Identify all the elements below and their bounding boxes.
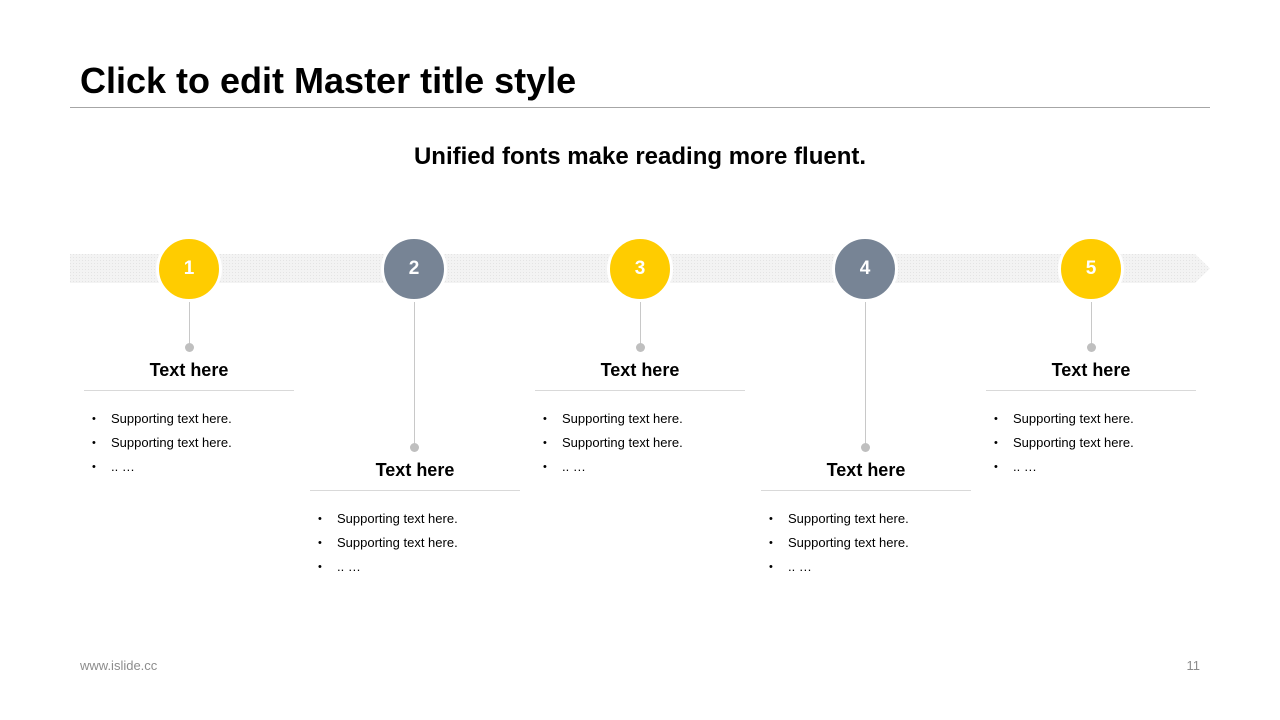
step-5-card: Text here Supporting text here. Supporti… — [986, 356, 1196, 481]
step-3-number: 3 — [634, 258, 646, 279]
step-3-bullets: Supporting text here. Supporting text he… — [535, 409, 745, 481]
list-item: .. … — [543, 457, 745, 481]
list-item: Supporting text here. — [994, 409, 1196, 433]
list-item: .. … — [92, 457, 294, 481]
step-1-connector — [189, 302, 190, 346]
step-2-circle: 2 — [381, 236, 447, 302]
step-5-heading: Text here — [1051, 360, 1131, 380]
step-5-divider — [986, 390, 1196, 391]
step-4-connector — [865, 302, 866, 446]
step-2-dot — [410, 443, 419, 452]
step-3-connector — [640, 302, 641, 346]
step-4-divider — [761, 490, 971, 491]
step-4-circle: 4 — [832, 236, 898, 302]
step-3-heading: Text here — [600, 360, 680, 380]
step-5-bullets: Supporting text here. Supporting text he… — [986, 409, 1196, 481]
step-3-dot — [636, 343, 645, 352]
step-5-number: 5 — [1085, 258, 1097, 279]
step-3-circle: 3 — [607, 236, 673, 302]
step-4-dot — [861, 443, 870, 452]
slide-subtitle: Unified fonts make reading more fluent. — [413, 143, 867, 170]
step-3-card: Text here Supporting text here. Supporti… — [535, 356, 745, 481]
list-item: Supporting text here. — [318, 533, 520, 557]
step-1-card: Text here Supporting text here. Supporti… — [84, 356, 294, 481]
list-item: .. … — [994, 457, 1196, 481]
step-2-card: Text here Supporting text here. Supporti… — [310, 456, 520, 581]
list-item: Supporting text here. — [769, 509, 971, 533]
list-item: Supporting text here. — [318, 509, 520, 533]
list-item: Supporting text here. — [769, 533, 971, 557]
list-item: Supporting text here. — [543, 409, 745, 433]
title-divider — [70, 107, 1210, 108]
list-item: .. … — [318, 557, 520, 581]
list-item: Supporting text here. — [92, 433, 294, 457]
slide-title: Click to edit Master title style — [80, 60, 577, 101]
step-2-bullets: Supporting text here. Supporting text he… — [310, 509, 520, 581]
list-item: Supporting text here. — [543, 433, 745, 457]
step-4-number: 4 — [859, 258, 871, 279]
step-2-heading: Text here — [375, 460, 455, 480]
list-item: Supporting text here. — [994, 433, 1196, 457]
step-2-divider — [310, 490, 520, 491]
footer-url[interactable]: www.islide.cc — [80, 658, 158, 673]
step-4-bullets: Supporting text here. Supporting text he… — [761, 509, 971, 581]
step-1-number: 1 — [183, 258, 195, 279]
step-2-connector — [414, 302, 415, 446]
step-1-divider — [84, 390, 294, 391]
step-5-dot — [1087, 343, 1096, 352]
step-1-heading: Text here — [149, 360, 229, 380]
step-5-connector — [1091, 302, 1092, 346]
step-1-bullets: Supporting text here. Supporting text he… — [84, 409, 294, 481]
step-3-divider — [535, 390, 745, 391]
step-1-circle: 1 — [156, 236, 222, 302]
step-4-heading: Text here — [826, 460, 906, 480]
step-4-card: Text here Supporting text here. Supporti… — [761, 456, 971, 581]
step-2-number: 2 — [408, 258, 420, 279]
step-1-dot — [185, 343, 194, 352]
page-number: 11 — [1186, 658, 1201, 673]
list-item: Supporting text here. — [92, 409, 294, 433]
list-item: .. … — [769, 557, 971, 581]
step-5-circle: 5 — [1058, 236, 1124, 302]
